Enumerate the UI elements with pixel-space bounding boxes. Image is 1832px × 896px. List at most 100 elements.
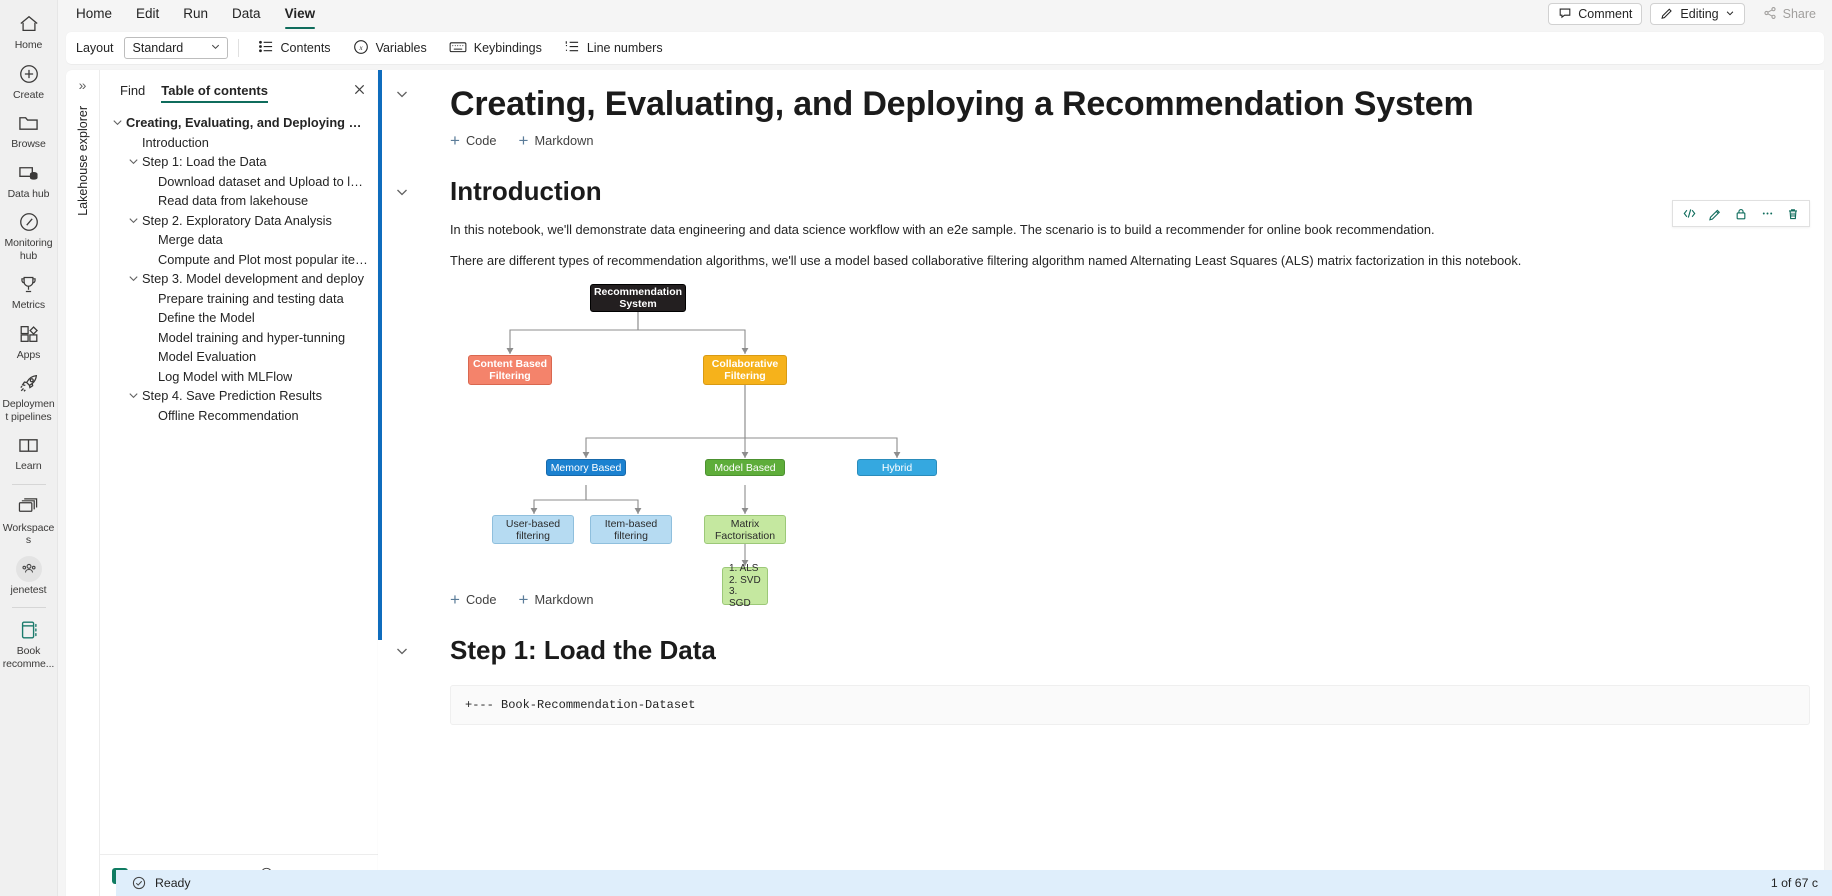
code-brackets-icon[interactable] bbox=[1677, 202, 1701, 225]
collapse-title-icon[interactable] bbox=[392, 84, 412, 104]
toc-item-label: Log Model with MLFlow bbox=[158, 368, 293, 384]
tab-find[interactable]: Find bbox=[120, 83, 146, 98]
rail-item-account[interactable]: jenetest bbox=[0, 551, 57, 601]
variables-toggle[interactable]: x Variables bbox=[344, 36, 436, 60]
rail-item-home[interactable]: Home bbox=[0, 6, 57, 56]
keyboard-icon bbox=[449, 40, 467, 57]
toc-item[interactable]: Download dataset and Upload to lakeh... bbox=[100, 172, 374, 191]
add-code-cell-button-2[interactable]: + Code bbox=[450, 590, 497, 609]
toc-item-label: Creating, Evaluating, and Deploying a Re… bbox=[126, 115, 368, 130]
add-code-cell-button[interactable]: + Code bbox=[450, 132, 497, 149]
add-markdown-cell-button[interactable]: + Markdown bbox=[519, 132, 594, 149]
toc-item-label: Step 2. Exploratory Data Analysis bbox=[142, 212, 332, 228]
share-button[interactable]: Share bbox=[1753, 3, 1826, 25]
toc-item[interactable]: Step 2. Exploratory Data Analysis bbox=[100, 211, 374, 230]
toc-item[interactable]: Step 3. Model development and deploy bbox=[100, 269, 374, 288]
rail-item-apps[interactable]: Apps bbox=[0, 316, 57, 366]
toc-item[interactable]: Introduction bbox=[100, 133, 374, 152]
toc-item[interactable]: Offline Recommendation bbox=[100, 406, 374, 425]
tab-edit[interactable]: Edit bbox=[136, 5, 160, 21]
collapse-step1-icon[interactable] bbox=[392, 641, 412, 661]
toc-item[interactable]: Model Evaluation bbox=[100, 347, 374, 366]
rail-item-notebook-artifact[interactable]: Book recomme... bbox=[0, 612, 57, 674]
toc-item[interactable]: Creating, Evaluating, and Deploying a Re… bbox=[100, 113, 374, 132]
rail-item-learn[interactable]: Learn bbox=[0, 427, 57, 477]
rail-item-monitoring-hub[interactable]: Monitoring hub bbox=[0, 204, 57, 266]
toc-item-label: Model Evaluation bbox=[158, 349, 257, 364]
toc-item[interactable]: Prepare training and testing data bbox=[100, 289, 374, 308]
rail-item-metrics[interactable]: Metrics bbox=[0, 266, 57, 316]
rail-item-workspaces[interactable]: Workspaces bbox=[0, 489, 57, 551]
status-right: 1 of 67 c bbox=[1771, 876, 1818, 890]
tab-data[interactable]: Data bbox=[232, 5, 261, 21]
expand-panel-icon[interactable]: » bbox=[78, 77, 87, 93]
contents-toggle[interactable]: Contents bbox=[249, 36, 340, 60]
code-line: +--- Book-Recommendation-Dataset bbox=[465, 698, 696, 712]
diagram-node-memory-based: Memory Based bbox=[546, 459, 626, 476]
toc-item[interactable]: Read data from lakehouse bbox=[100, 191, 374, 210]
line-numbers-label: Line numbers bbox=[586, 41, 663, 55]
chevron-down-icon[interactable] bbox=[124, 272, 142, 285]
keybindings-toggle[interactable]: Keybindings bbox=[440, 36, 551, 60]
code-output-block[interactable]: +--- Book-Recommendation-Dataset bbox=[450, 685, 1810, 725]
chevron-down-icon bbox=[1725, 7, 1735, 21]
rail-item-browse[interactable]: Browse bbox=[0, 105, 57, 155]
ellipsis-icon[interactable] bbox=[1755, 202, 1779, 225]
diagram-node-user-based-filtering: User-based filtering bbox=[492, 515, 574, 544]
line-numbers-icon bbox=[564, 39, 580, 57]
plus-icon: + bbox=[450, 590, 460, 609]
intro-paragraph-1: In this notebook, we'll demonstrate data… bbox=[450, 222, 1435, 237]
toc-item[interactable]: Merge data bbox=[100, 230, 374, 249]
page-title: Creating, Evaluating, and Deploying a Re… bbox=[450, 85, 1474, 123]
ribbon-tab-bar: Home Edit Run Data View Comment bbox=[58, 0, 1832, 29]
add-markdown-label: Markdown bbox=[534, 592, 594, 607]
step1-cell: Step 1: Load the Data +--- Book-Recommen… bbox=[378, 627, 1824, 725]
collapse-introduction-icon[interactable] bbox=[392, 182, 412, 202]
close-icon[interactable] bbox=[349, 80, 370, 99]
chevron-down-icon[interactable] bbox=[124, 155, 142, 168]
chevron-down-icon[interactable] bbox=[124, 389, 142, 402]
lock-icon[interactable] bbox=[1729, 202, 1753, 225]
line-numbers-toggle[interactable]: Line numbers bbox=[555, 36, 672, 60]
rail-label: Apps bbox=[16, 348, 41, 361]
tab-table-of-contents[interactable]: Table of contents bbox=[153, 80, 276, 105]
view-command-bar: Layout Standard Contents bbox=[66, 32, 1824, 64]
diagram-node-collaborative-filtering: Collaborative Filtering bbox=[703, 355, 787, 385]
tab-home[interactable]: Home bbox=[76, 5, 113, 21]
share-label: Share bbox=[1782, 7, 1816, 21]
toc-item[interactable]: Compute and Plot most popular items bbox=[100, 250, 374, 269]
notebook-scroll[interactable]: Creating, Evaluating, and Deploying a Re… bbox=[378, 70, 1824, 896]
toc-item[interactable]: Model training and hyper-tunning bbox=[100, 328, 374, 347]
comment-button[interactable]: Comment bbox=[1548, 3, 1643, 25]
editing-mode-button[interactable]: Editing bbox=[1650, 3, 1745, 25]
toc-tabs: Find Table of contents bbox=[100, 70, 378, 105]
add-markdown-cell-button-2[interactable]: + Markdown bbox=[519, 591, 594, 608]
diagram-connectors bbox=[506, 312, 901, 566]
lakehouse-explorer-label[interactable]: Lakehouse explorer bbox=[75, 106, 90, 216]
pencil-icon[interactable] bbox=[1703, 202, 1727, 225]
algorithm-line: 1. ALS bbox=[729, 563, 759, 574]
toc-item-label: Offline Recommendation bbox=[158, 407, 299, 423]
trash-icon[interactable] bbox=[1781, 202, 1805, 225]
layout-label: Layout bbox=[76, 41, 114, 55]
plus-circle-icon bbox=[2, 61, 56, 87]
chevron-down-icon[interactable] bbox=[124, 214, 142, 227]
rail-item-data-hub[interactable]: Data hub bbox=[0, 155, 57, 205]
rail-item-deployment-pipelines[interactable]: Deployment pipelines bbox=[0, 365, 57, 427]
toc-item-list[interactable]: Creating, Evaluating, and Deploying a Re… bbox=[100, 105, 378, 854]
toc-item[interactable]: Log Model with MLFlow bbox=[100, 367, 374, 386]
layout-select[interactable]: Standard bbox=[123, 37, 228, 59]
lakehouse-explorer-strip[interactable]: » Lakehouse explorer bbox=[66, 70, 100, 896]
step1-heading: Step 1: Load the Data bbox=[450, 635, 716, 665]
diagram-node-matrix-factorisation: Matrix Factorisation bbox=[704, 515, 786, 544]
toc-item[interactable]: Step 4. Save Prediction Results bbox=[100, 386, 374, 405]
tab-run[interactable]: Run bbox=[183, 5, 209, 21]
chevron-down-icon bbox=[210, 41, 221, 55]
toc-item[interactable]: Define the Model bbox=[100, 308, 374, 327]
chevron-down-icon[interactable] bbox=[108, 116, 126, 129]
tab-view[interactable]: View bbox=[273, 3, 328, 29]
folder-icon bbox=[2, 110, 56, 136]
rail-item-create[interactable]: Create bbox=[0, 56, 57, 106]
toc-item-label: Model training and hyper-tunning bbox=[158, 329, 346, 345]
toc-item[interactable]: Step 1: Load the Data bbox=[100, 152, 374, 171]
